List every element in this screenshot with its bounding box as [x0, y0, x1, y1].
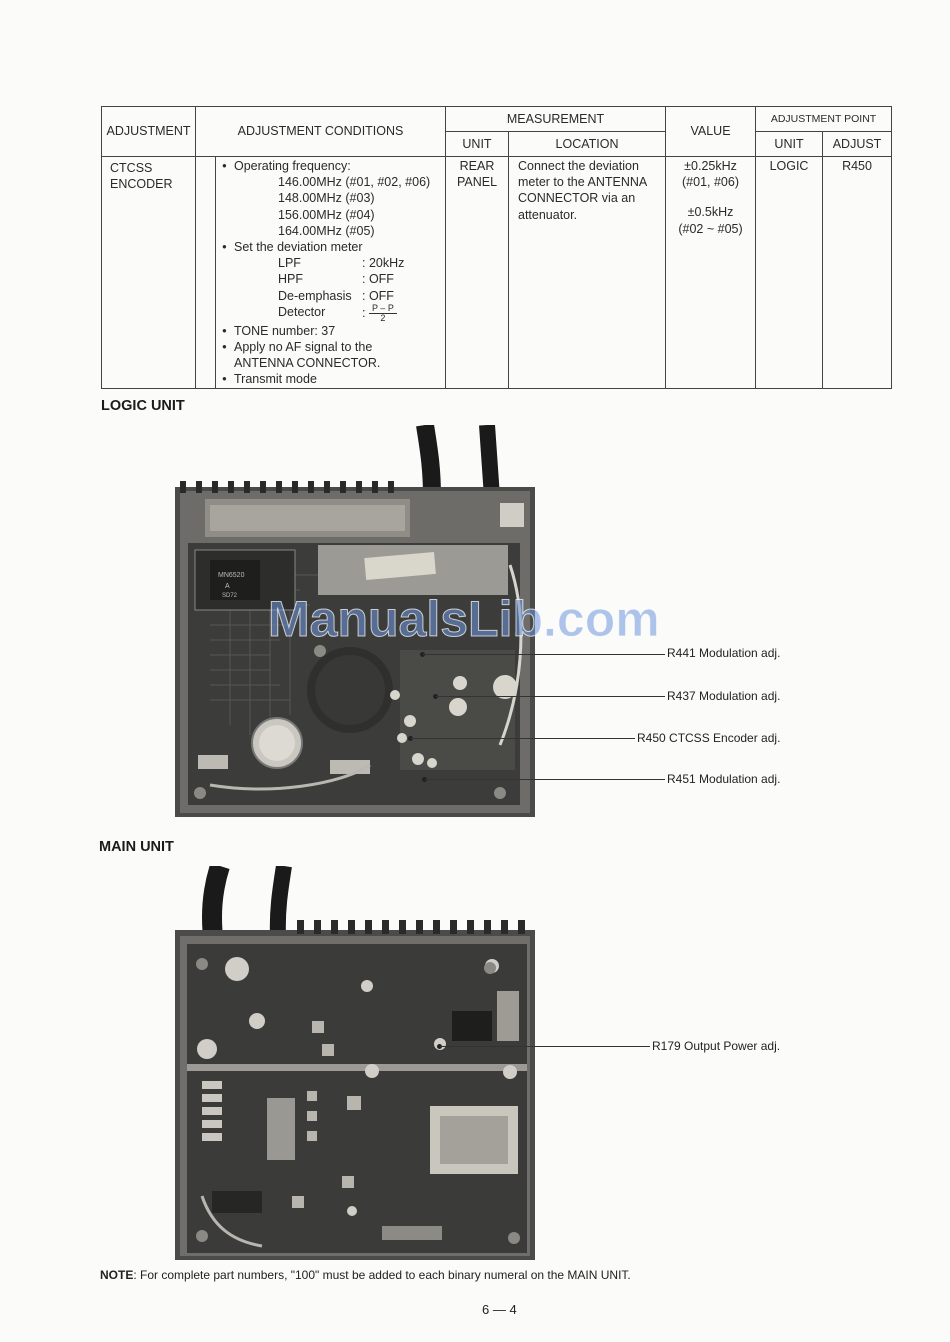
location-line: attenuator. — [518, 207, 578, 222]
logic-unit-heading: LOGIC UNIT — [101, 398, 185, 414]
detector-fraction: P – P 2 — [368, 303, 397, 323]
header-value: VALUE — [665, 106, 757, 157]
condition-deviation-meter: Set the deviation meter — [222, 239, 445, 255]
logic-unit-photo: MN6520 A SD72 — [175, 425, 535, 817]
value-line: (#02 ~ #05) — [678, 221, 743, 236]
adjustment-line: ENCODER — [110, 177, 173, 192]
measurement-unit-line: REAR — [459, 159, 495, 173]
callout-line-r451 — [425, 779, 665, 780]
setting-row-detector: Detector : P – P 2 — [222, 303, 445, 323]
callout-dot-r450 — [408, 736, 413, 741]
cell-value: ±0.25kHz (#01, #06) ±0.5kHz (#02 ~ #05) — [665, 156, 757, 389]
callout-line-r179 — [440, 1046, 650, 1047]
logic-chip-silk-b: SD72 — [222, 593, 238, 599]
callout-line-r450 — [411, 738, 635, 739]
condition-apply: Apply no AF signal to the — [222, 339, 445, 355]
header-measurement-unit: UNIT — [445, 131, 509, 157]
page-number: 6 — 4 — [482, 1302, 517, 1317]
frequency-line: 164.00MHz (#05) — [278, 223, 375, 238]
header-adjustment: ADJUSTMENT — [101, 106, 196, 157]
value-line: ±0.25kHz — [684, 159, 737, 173]
location-line: Connect the deviation — [518, 159, 639, 173]
callout-dot-r441 — [420, 652, 425, 657]
header-point-unit: UNIT — [755, 131, 824, 157]
location-line: meter to the ANTENNA — [518, 175, 648, 190]
callout-r437: R437 Modulation adj. — [667, 689, 781, 703]
callout-r441: R441 Modulation adj. — [667, 646, 781, 660]
watermark-text: ManualsLib.com — [268, 591, 661, 648]
value-line: ±0.5kHz — [687, 205, 734, 220]
condition-transmit: Transmit mode — [222, 371, 445, 387]
logic-chip-label: MN6520 — [218, 572, 245, 579]
frequency-line: 146.00MHz (#01, #02, #06) — [278, 175, 431, 190]
callout-r451: R451 Modulation adj. — [667, 772, 781, 786]
header-adjustment-point: ADJUSTMENT POINT — [755, 106, 893, 132]
condition-operating-frequency: Operating frequency: — [222, 158, 445, 174]
callout-dot-r179 — [437, 1044, 442, 1049]
cell-measurement-location: Connect the deviation meter to the ANTEN… — [507, 156, 667, 389]
main-unit-heading: MAIN UNIT — [99, 839, 174, 855]
main-unit-photo — [175, 866, 535, 1260]
frequency-line: 156.00MHz (#04) — [278, 207, 375, 222]
callout-r450: R450 CTCSS Encoder adj. — [637, 731, 781, 745]
header-measurement-location: LOCATION — [507, 131, 667, 157]
cell-conditions: Operating frequency: 146.00MHz (#01, #02… — [215, 156, 446, 389]
setting-row: HPF: OFF — [278, 272, 394, 287]
footnote: NOTE: For complete part numbers, "100" m… — [100, 1268, 631, 1282]
header-conditions: ADJUSTMENT CONDITIONS — [195, 106, 446, 157]
adjustment-line: CTCSS — [110, 161, 153, 175]
measurement-unit-line: PANEL — [456, 175, 498, 190]
condition-tone: TONE number: 37 — [222, 323, 445, 339]
cell-blank — [195, 156, 216, 389]
cell-point-unit: LOGIC — [755, 156, 824, 389]
callout-dot-r451 — [422, 777, 427, 782]
cell-measurement-unit: REAR PANEL — [445, 156, 509, 389]
callout-dot-r437 — [433, 694, 438, 699]
value-line: (#01, #06) — [682, 175, 739, 190]
condition-apply-cont: ANTENNA CONNECTOR. — [234, 356, 381, 371]
adjustment-table: ADJUSTMENT ADJUSTMENT CONDITIONS MEASURE… — [101, 106, 893, 389]
setting-row: De-emphasis: OFF — [278, 288, 394, 303]
setting-row: LPF: 20kHz — [278, 256, 405, 271]
header-measurement: MEASUREMENT — [444, 106, 667, 132]
location-line: CONNECTOR via an — [518, 191, 636, 206]
cell-point-adjust: R450 — [822, 156, 893, 389]
frequency-line: 148.00MHz (#03) — [278, 191, 375, 206]
header-point-adjust: ADJUST — [822, 131, 893, 157]
callout-r179: R179 Output Power adj. — [652, 1039, 781, 1053]
cell-adjustment: CTCSS ENCODER — [101, 156, 196, 389]
logic-chip-silk-a: A — [225, 583, 230, 590]
callout-line-r437 — [436, 696, 665, 697]
callout-line-r441 — [423, 654, 665, 655]
